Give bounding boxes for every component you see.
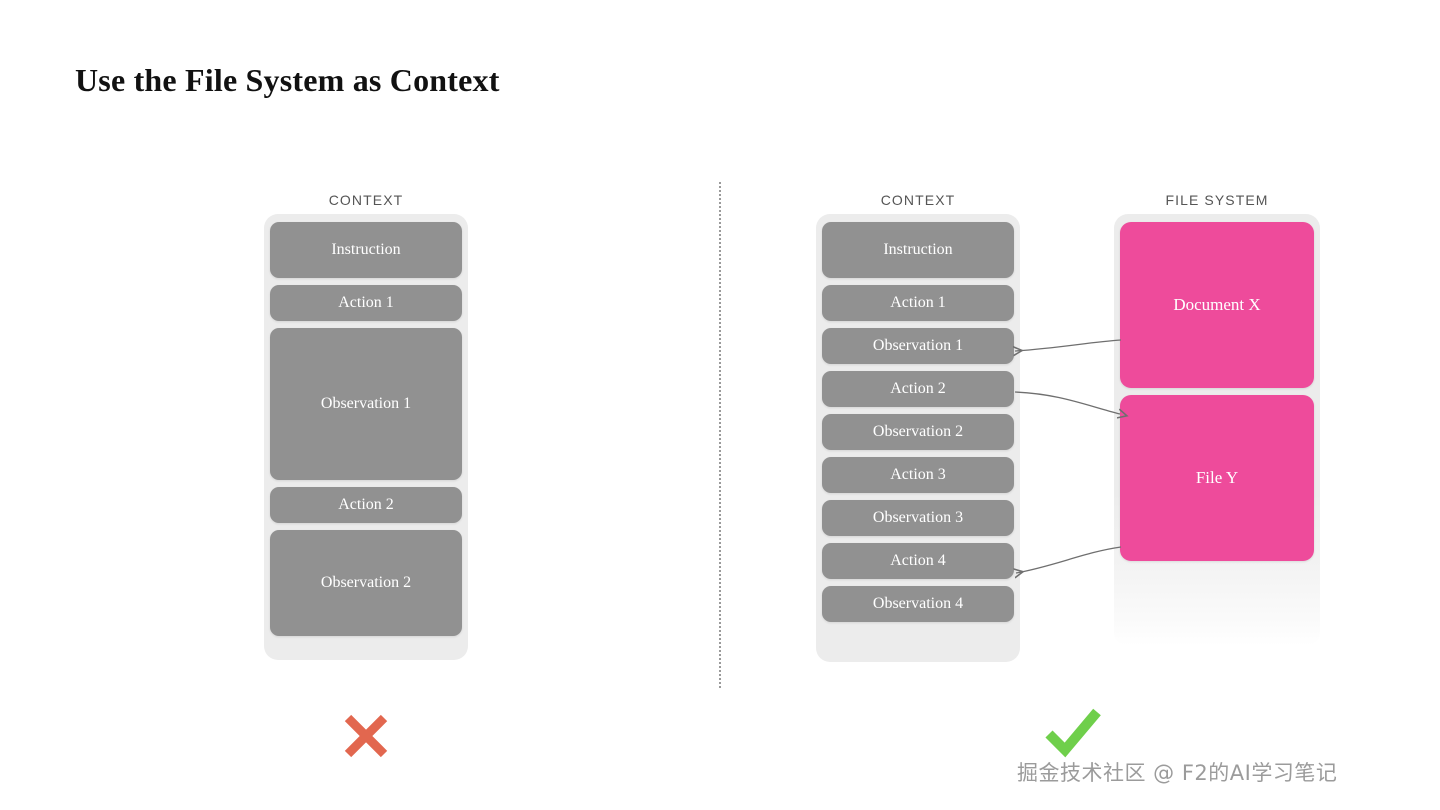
block-label: Instruction (883, 241, 953, 258)
block-label: Observation 3 (872, 509, 964, 526)
block-document-x: Document X (1120, 222, 1314, 388)
block-label: Action 1 (890, 294, 946, 311)
block-label: Action 1 (338, 294, 394, 311)
block-label: File Y (1195, 468, 1239, 487)
block-instruction: Instruction (270, 222, 462, 278)
block-action-3: Action 3 (822, 457, 1014, 493)
block-action-1: Action 1 (822, 285, 1014, 321)
block-label: Observation 4 (872, 595, 964, 612)
block-instruction: Instruction (822, 222, 1014, 278)
block-label: Observation 1 (320, 395, 412, 412)
cross-icon (338, 708, 394, 769)
block-label: Document X (1173, 295, 1261, 314)
arrow-action-2-to-file-y (1014, 391, 1120, 414)
watermark: 掘金技术社区 @ F2的AI学习笔记 (1017, 761, 1338, 785)
file-system-panel: Document X File Y (1114, 214, 1320, 646)
block-observation-2: Observation 2 (270, 530, 462, 636)
block-observation-1: Observation 1 (270, 328, 462, 480)
arrow-file-y-to-action-4 (1016, 546, 1122, 573)
block-label: Observation 2 (320, 574, 412, 591)
block-label: Action 2 (890, 380, 946, 397)
block-label: Action 3 (890, 466, 946, 483)
right-context-panel: Instruction Action 1 Observation 1 Actio… (816, 214, 1020, 662)
block-action-4: Action 4 (822, 543, 1014, 579)
block-observation-1: Observation 1 (822, 328, 1014, 364)
file-system-header: FILE SYSTEM (1165, 192, 1269, 208)
block-label: Action 4 (890, 552, 946, 569)
block-action-2: Action 2 (822, 371, 1014, 407)
block-action-1: Action 1 (270, 285, 462, 321)
block-label: Instruction (331, 241, 401, 258)
block-file-y: File Y (1120, 395, 1314, 561)
check-icon (1042, 704, 1104, 765)
left-context-header: CONTEXT (328, 192, 404, 208)
block-label: Observation 2 (872, 423, 964, 440)
block-action-2: Action 2 (270, 487, 462, 523)
block-observation-2: Observation 2 (822, 414, 1014, 450)
right-context-header: CONTEXT (880, 192, 956, 208)
block-label: Observation 1 (872, 337, 964, 354)
block-observation-4: Observation 4 (822, 586, 1014, 622)
page-title: Use the File System as Context (75, 62, 500, 98)
arrow-document-x-to-observation-1 (1015, 339, 1122, 351)
block-observation-3: Observation 3 (822, 500, 1014, 536)
block-label: Action 2 (338, 496, 394, 513)
left-context-panel: Instruction Action 1 Observation 1 Actio… (264, 214, 468, 660)
vertical-divider (719, 182, 721, 688)
